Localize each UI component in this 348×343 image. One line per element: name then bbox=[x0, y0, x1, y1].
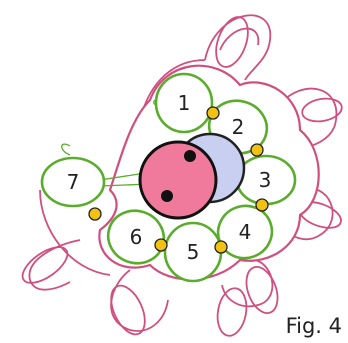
petal-bottom-right bbox=[221, 259, 274, 308]
picot-dot-6 bbox=[88, 207, 102, 221]
picot-dot-3 bbox=[255, 198, 269, 212]
center-beads bbox=[138, 132, 246, 220]
picot-dots bbox=[88, 106, 269, 254]
picot-loop-bottom-left bbox=[110, 284, 146, 336]
bead-hole-top bbox=[184, 150, 196, 162]
picot-loop-bottom bbox=[216, 287, 248, 337]
ring-label-5: 5 bbox=[187, 240, 200, 264]
pink-bead bbox=[138, 140, 218, 220]
thread-7-loop bbox=[61, 143, 71, 156]
picot-dot-5 bbox=[154, 238, 168, 252]
rings bbox=[40, 72, 297, 283]
picot-dot-4 bbox=[214, 240, 228, 254]
ring-label-4: 4 bbox=[239, 220, 252, 244]
picot-dot-1 bbox=[206, 106, 220, 120]
figure-caption: Fig. 4 bbox=[286, 314, 342, 338]
ring-label-7: 7 bbox=[67, 170, 80, 194]
ring-1 bbox=[154, 72, 214, 134]
petal-bottom-left bbox=[110, 269, 169, 332]
ring-label-3: 3 bbox=[259, 168, 272, 192]
ring-labels: 1 2 3 4 5 6 7 bbox=[67, 91, 272, 264]
petal-top-right-inner bbox=[219, 27, 260, 51]
bead-hole-bottom bbox=[161, 190, 173, 202]
picot-loop-bottom-right bbox=[245, 266, 279, 314]
petal-top-right bbox=[204, 14, 271, 81]
ring-label-6: 6 bbox=[130, 225, 143, 249]
ring-label-2: 2 bbox=[232, 115, 245, 139]
picot-dot-2 bbox=[250, 143, 264, 157]
ring-7 bbox=[40, 156, 106, 208]
chain-left bbox=[39, 189, 111, 276]
picot-loop-left bbox=[21, 246, 69, 284]
picot-loop-right-top bbox=[301, 97, 343, 123]
picot-loop-top bbox=[215, 16, 249, 68]
ring-label-1: 1 bbox=[178, 91, 191, 115]
